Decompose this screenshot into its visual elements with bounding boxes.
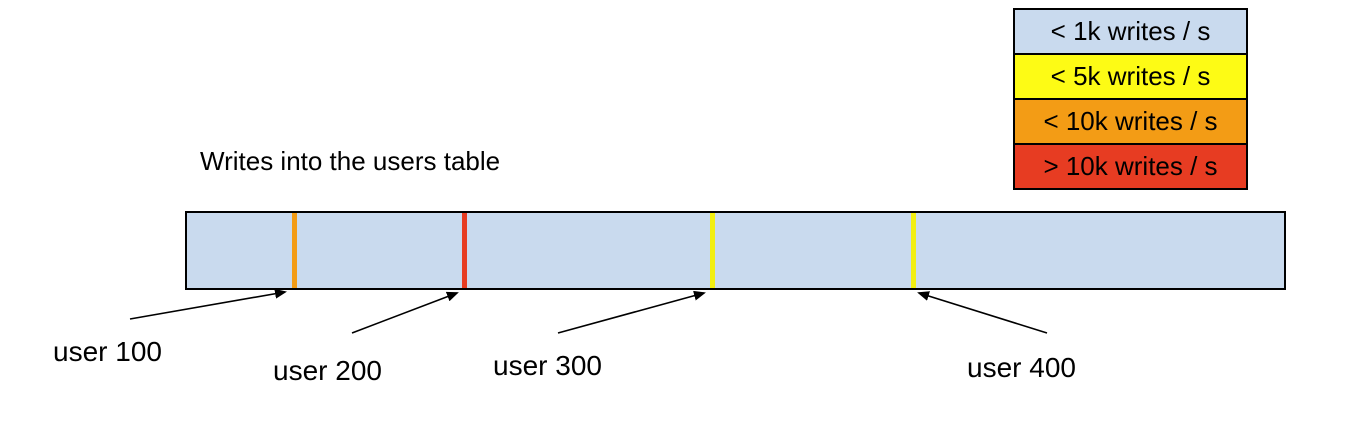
- legend-item-lt-1k: < 1k writes / s: [1013, 8, 1248, 55]
- label-user-400: user 400: [967, 352, 1076, 383]
- hotspot-tick-user-100: [292, 213, 297, 288]
- diagram-title: Writes into the users table: [200, 146, 501, 176]
- hotspot-tick-user-300: [710, 213, 715, 288]
- legend-item-label: > 10k writes / s: [1043, 151, 1218, 181]
- arrow-user-200: [351, 291, 459, 334]
- users-table-bar: [185, 211, 1286, 290]
- legend-item-lt-5k: < 5k writes / s: [1013, 53, 1248, 100]
- legend: < 1k writes / s < 5k writes / s < 10k wr…: [1013, 8, 1248, 190]
- arrow-user-300: [557, 290, 706, 334]
- label-user-100: user 100: [53, 336, 162, 367]
- arrow-user-400: [917, 291, 1048, 334]
- hotspot-tick-user-400: [911, 213, 916, 288]
- label-user-300: user 300: [493, 350, 602, 381]
- hotspot-tick-user-200: [462, 213, 467, 288]
- arrow-user-100: [129, 288, 287, 320]
- legend-item-label: < 5k writes / s: [1050, 61, 1211, 91]
- legend-item-label: < 10k writes / s: [1043, 106, 1218, 136]
- legend-item-label: < 1k writes / s: [1050, 16, 1211, 46]
- legend-item-lt-10k: < 10k writes / s: [1013, 98, 1248, 145]
- label-user-200: user 200: [273, 355, 382, 386]
- legend-item-gt-10k: > 10k writes / s: [1013, 143, 1248, 190]
